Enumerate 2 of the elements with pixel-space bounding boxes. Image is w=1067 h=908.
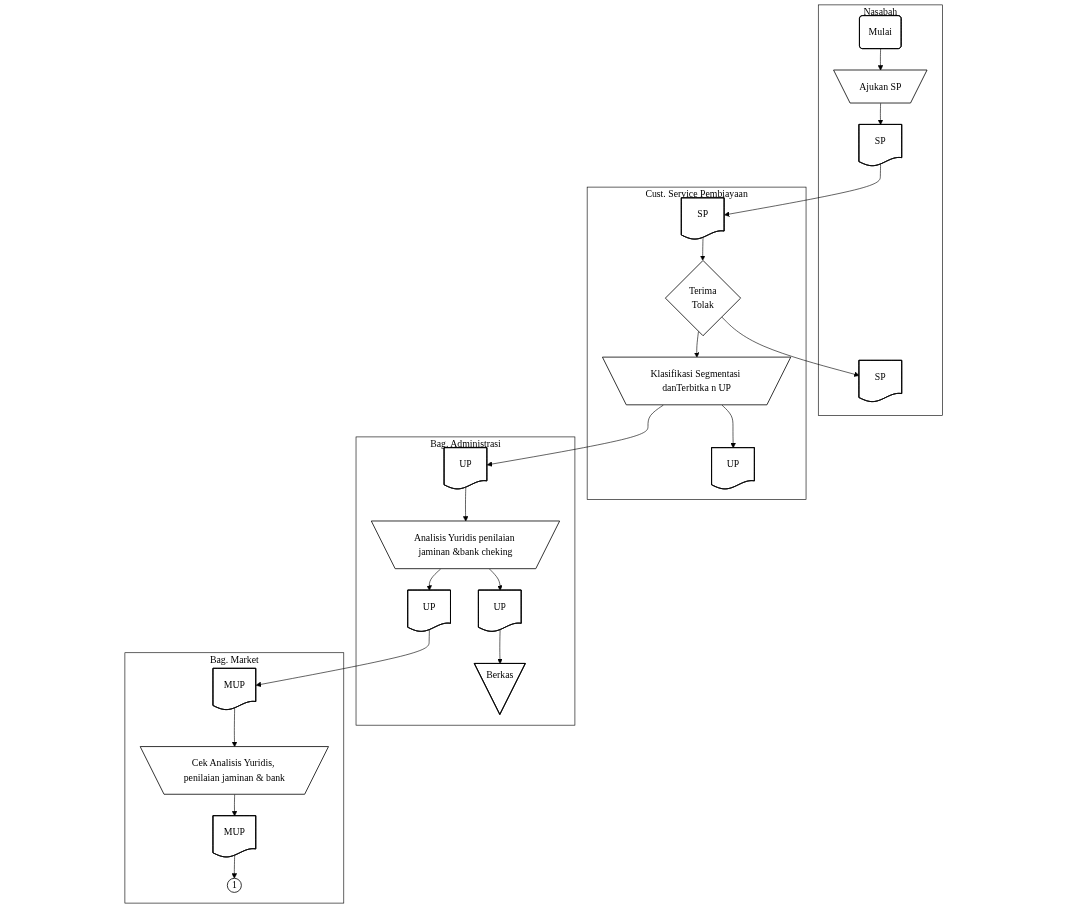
node-diamond: Terima Tolak — [664, 260, 741, 337]
node-circle: 1 — [226, 877, 242, 893]
